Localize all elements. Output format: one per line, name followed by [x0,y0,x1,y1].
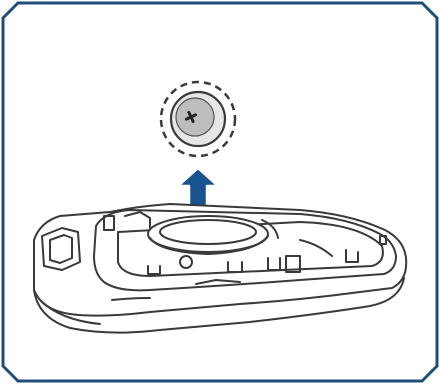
instruction-panel [0,0,440,384]
instruction-illustration [0,0,440,384]
